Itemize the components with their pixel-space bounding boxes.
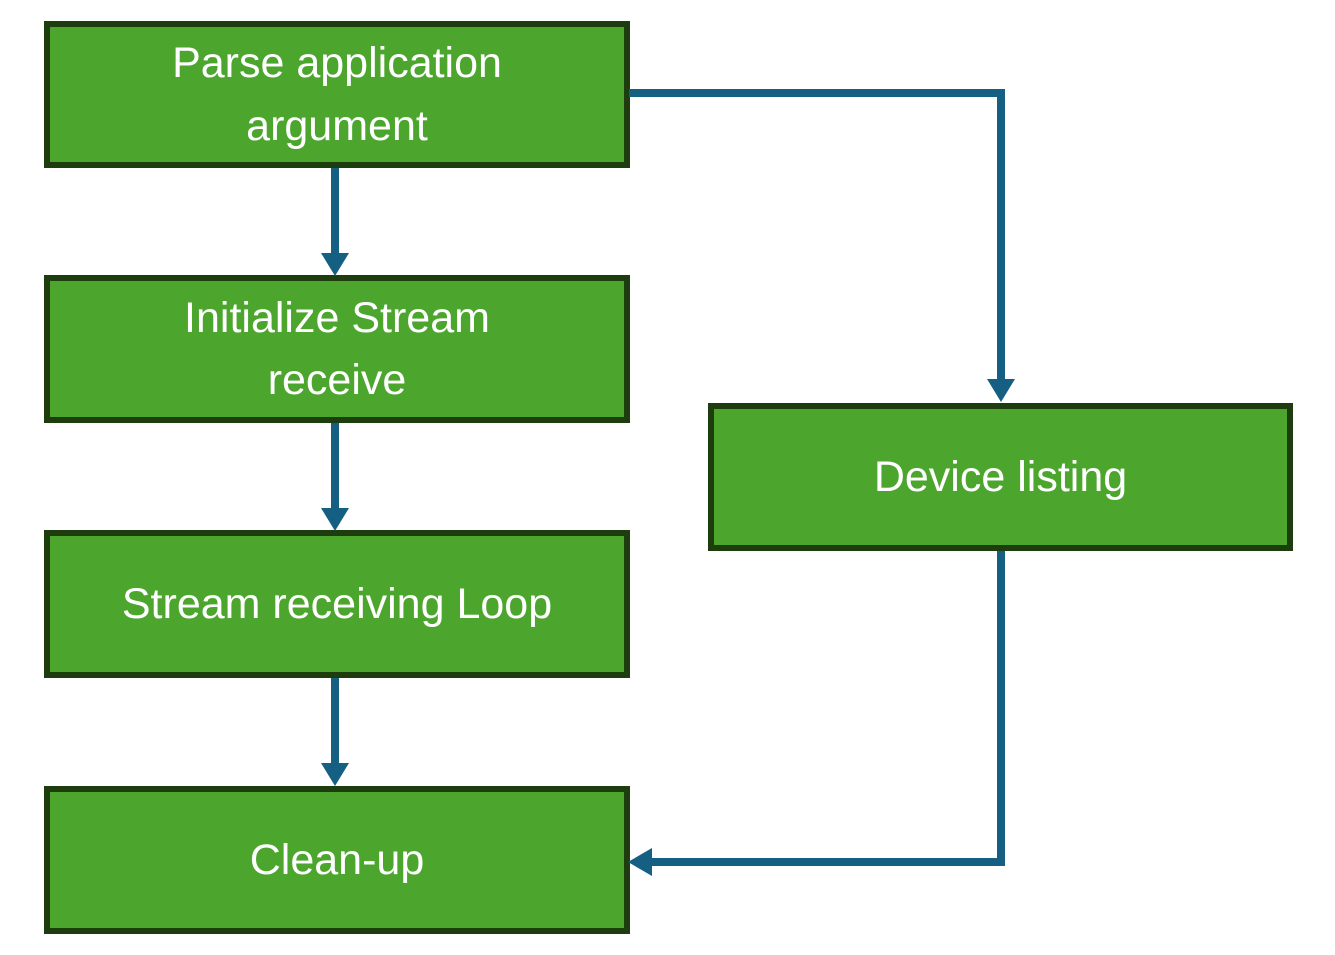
node-initialize-stream-receive: Initialize Stream receive — [44, 275, 630, 423]
arrow-loop-to-cleanup — [321, 678, 349, 786]
node-label: Initialize Stream receive — [184, 293, 490, 404]
node-device-listing: Device listing — [708, 403, 1293, 551]
arrow-parse-to-device — [629, 89, 1015, 402]
node-label: Stream receiving Loop — [121, 579, 553, 628]
node-label: Parse application argument — [172, 39, 502, 150]
arrow-init-to-loop — [321, 423, 349, 531]
node-parse-application-argument: Parse application argument — [44, 21, 630, 168]
node-label: Device listing — [873, 452, 1128, 501]
arrow-device-to-cleanup — [628, 551, 1005, 876]
node-clean-up: Clean-up — [44, 786, 630, 934]
node-label: Clean-up — [249, 835, 425, 884]
arrow-parse-to-init — [321, 168, 349, 276]
node-stream-receiving-loop: Stream receiving Loop — [44, 530, 630, 678]
